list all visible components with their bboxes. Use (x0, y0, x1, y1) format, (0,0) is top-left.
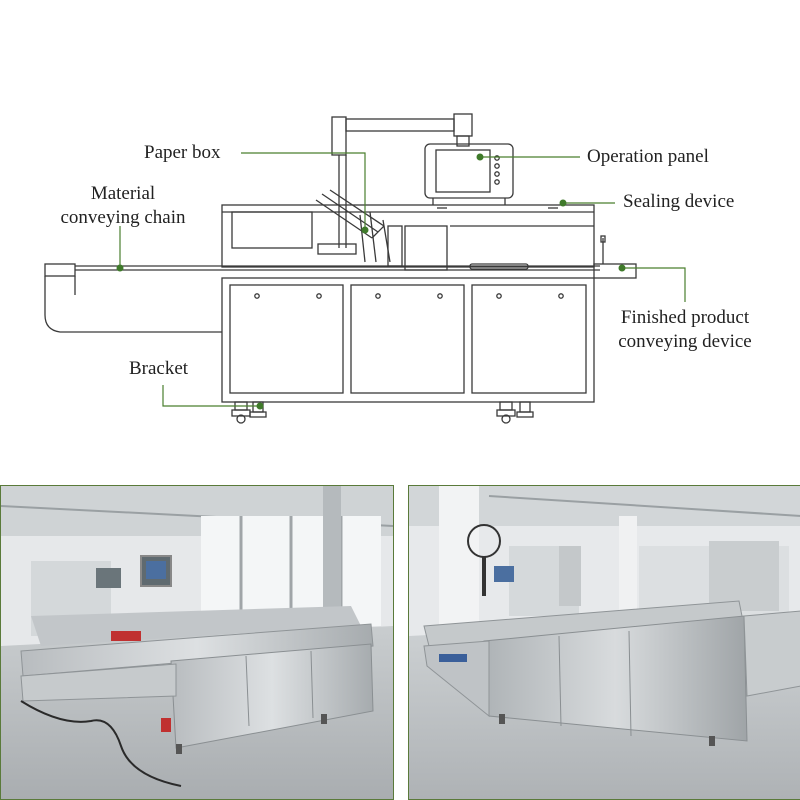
label-finished-line1: Finished product (620, 307, 750, 328)
factory-photo-left-image (1, 486, 393, 799)
label-bracket: Bracket (129, 358, 189, 379)
factory-photo-left (0, 485, 394, 800)
label-operation-panel: Operation panel (587, 146, 709, 167)
machine-line-drawing (44, 113, 686, 424)
factory-photo-right-image (409, 486, 800, 799)
label-finished-product-conveying-device: Finished product conveying device (600, 306, 770, 354)
label-material-line2: conveying chain (60, 207, 186, 228)
label-material-line1: Material (90, 183, 156, 204)
label-finished-line2: conveying device (618, 331, 752, 352)
label-material-conveying-chain: Material conveying chain (48, 182, 198, 230)
label-paper-box: Paper box (144, 142, 221, 163)
factory-photo-right (408, 485, 800, 800)
label-sealing-device: Sealing device (623, 191, 735, 212)
